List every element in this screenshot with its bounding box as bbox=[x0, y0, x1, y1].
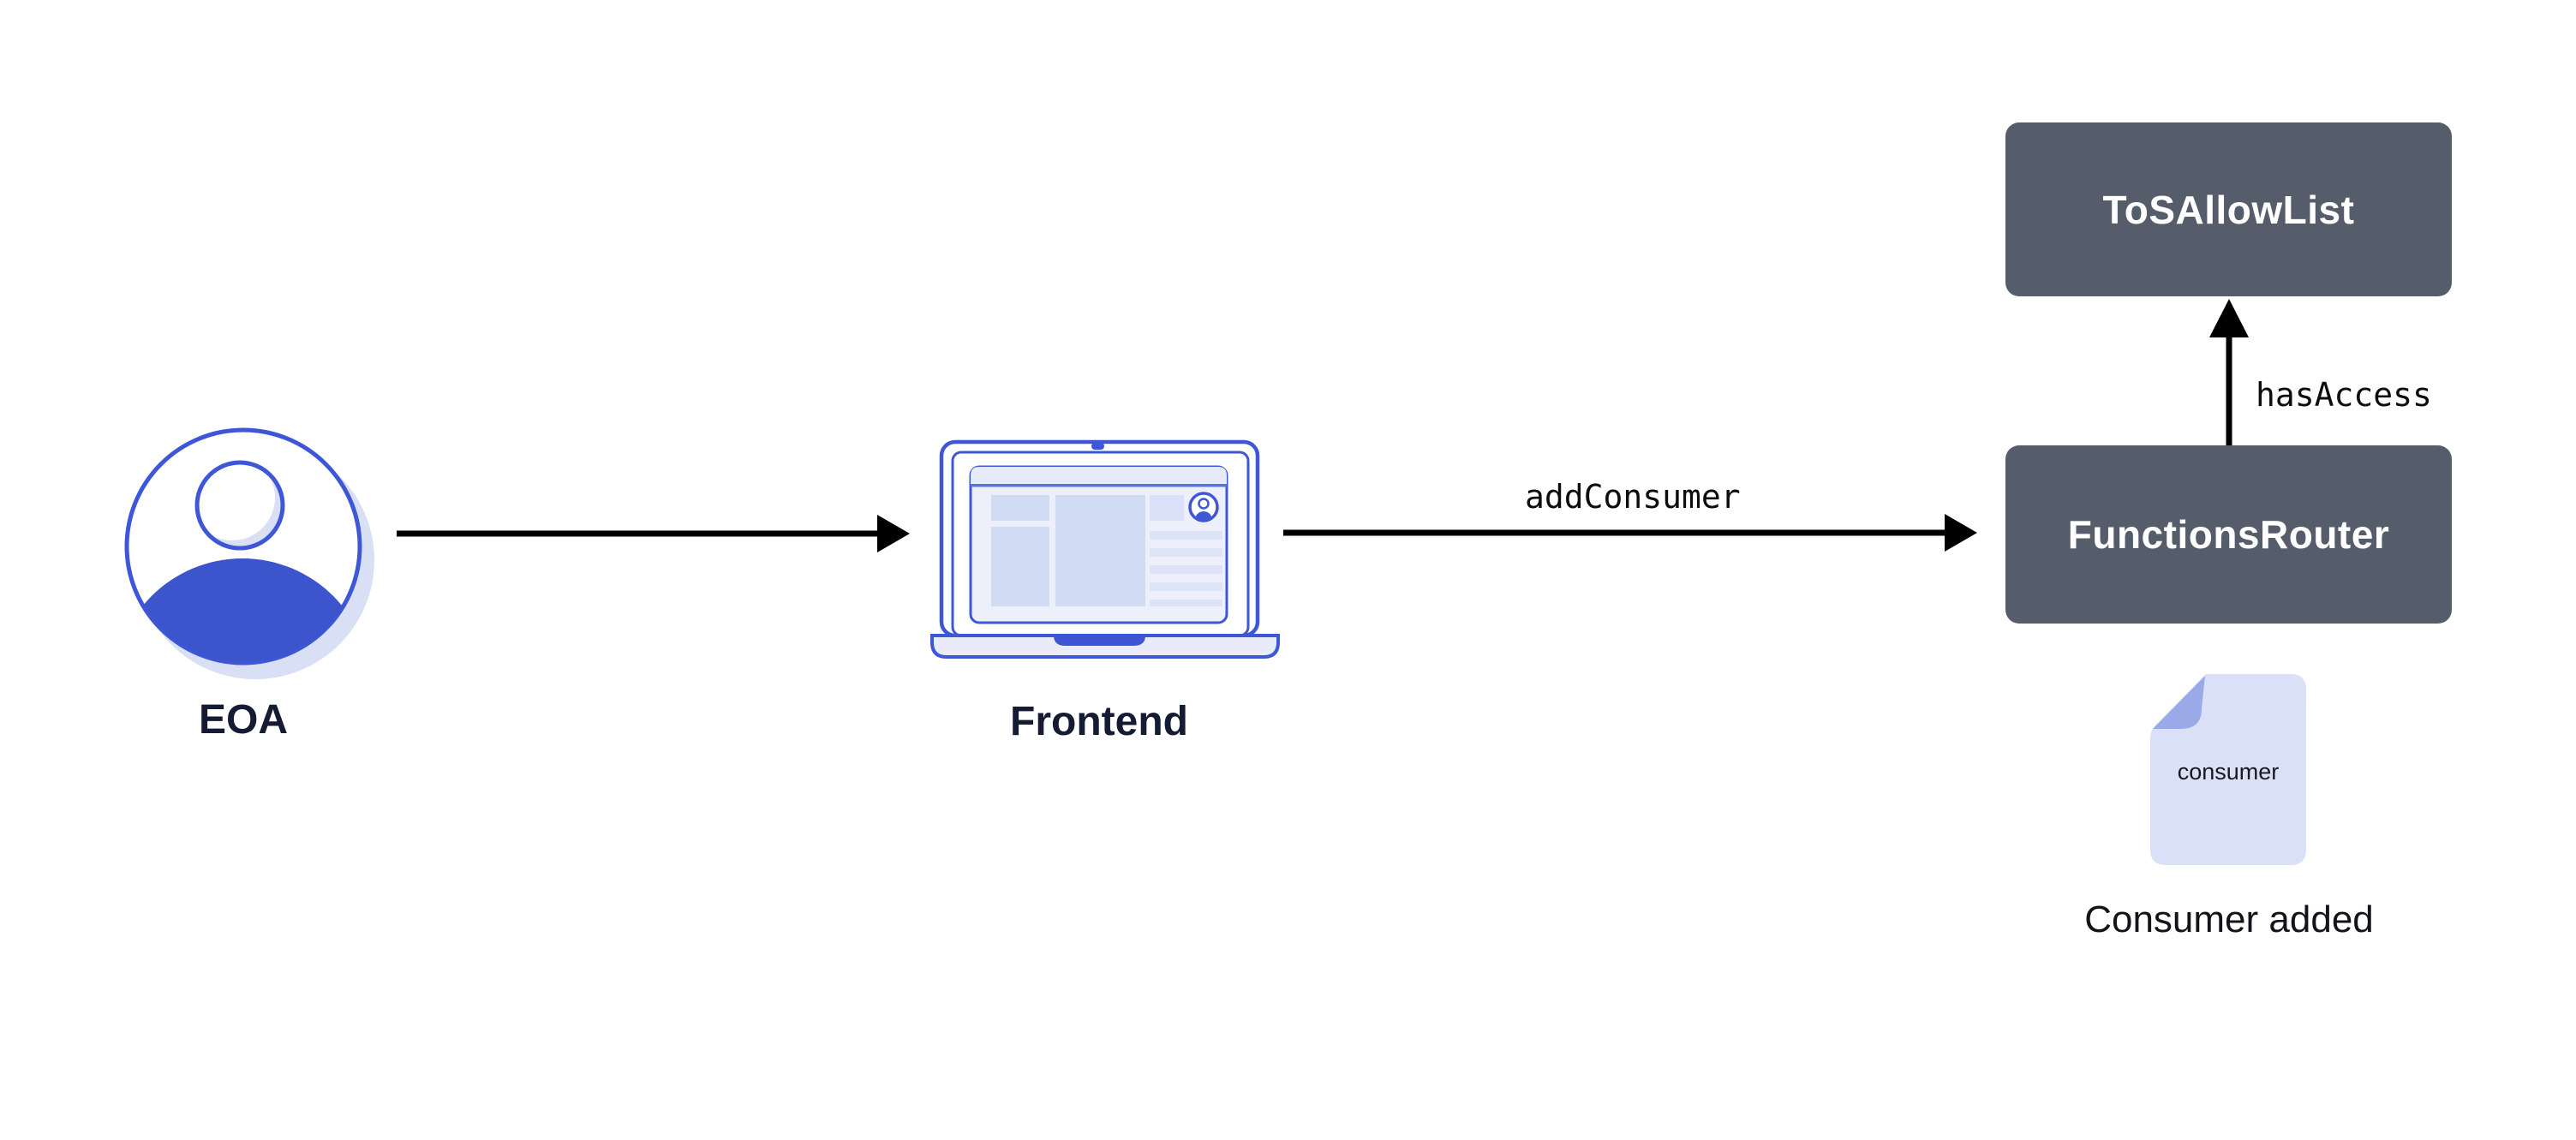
consumer-document-icon bbox=[2150, 674, 2306, 865]
arrow-frontend-to-functionsrouter bbox=[1283, 514, 1977, 552]
eoa-label: EOA bbox=[198, 697, 288, 743]
edge-label-hasaccess: hasAccess bbox=[2256, 376, 2432, 414]
functionsrouter-label: FunctionsRouter bbox=[2067, 512, 2390, 557]
tosallowlist-label: ToSAllowList bbox=[2102, 187, 2355, 232]
arrow-functionsrouter-to-tosallowlist bbox=[2209, 299, 2249, 445]
eoa-avatar-icon bbox=[124, 427, 374, 679]
node-tosallowlist: ToSAllowList bbox=[2005, 122, 2452, 296]
laptop-icon bbox=[930, 439, 1280, 659]
node-functionsrouter: FunctionsRouter bbox=[2005, 445, 2452, 624]
frontend-label: Frontend bbox=[1010, 699, 1188, 744]
consumer-added-caption: Consumer added bbox=[2084, 898, 2374, 940]
browser-user-avatar-icon bbox=[1188, 492, 1219, 522]
arrow-eoa-to-frontend bbox=[397, 515, 910, 552]
consumer-document-label: consumer bbox=[2177, 759, 2280, 785]
edge-label-addconsumer: addConsumer bbox=[1525, 478, 1741, 516]
